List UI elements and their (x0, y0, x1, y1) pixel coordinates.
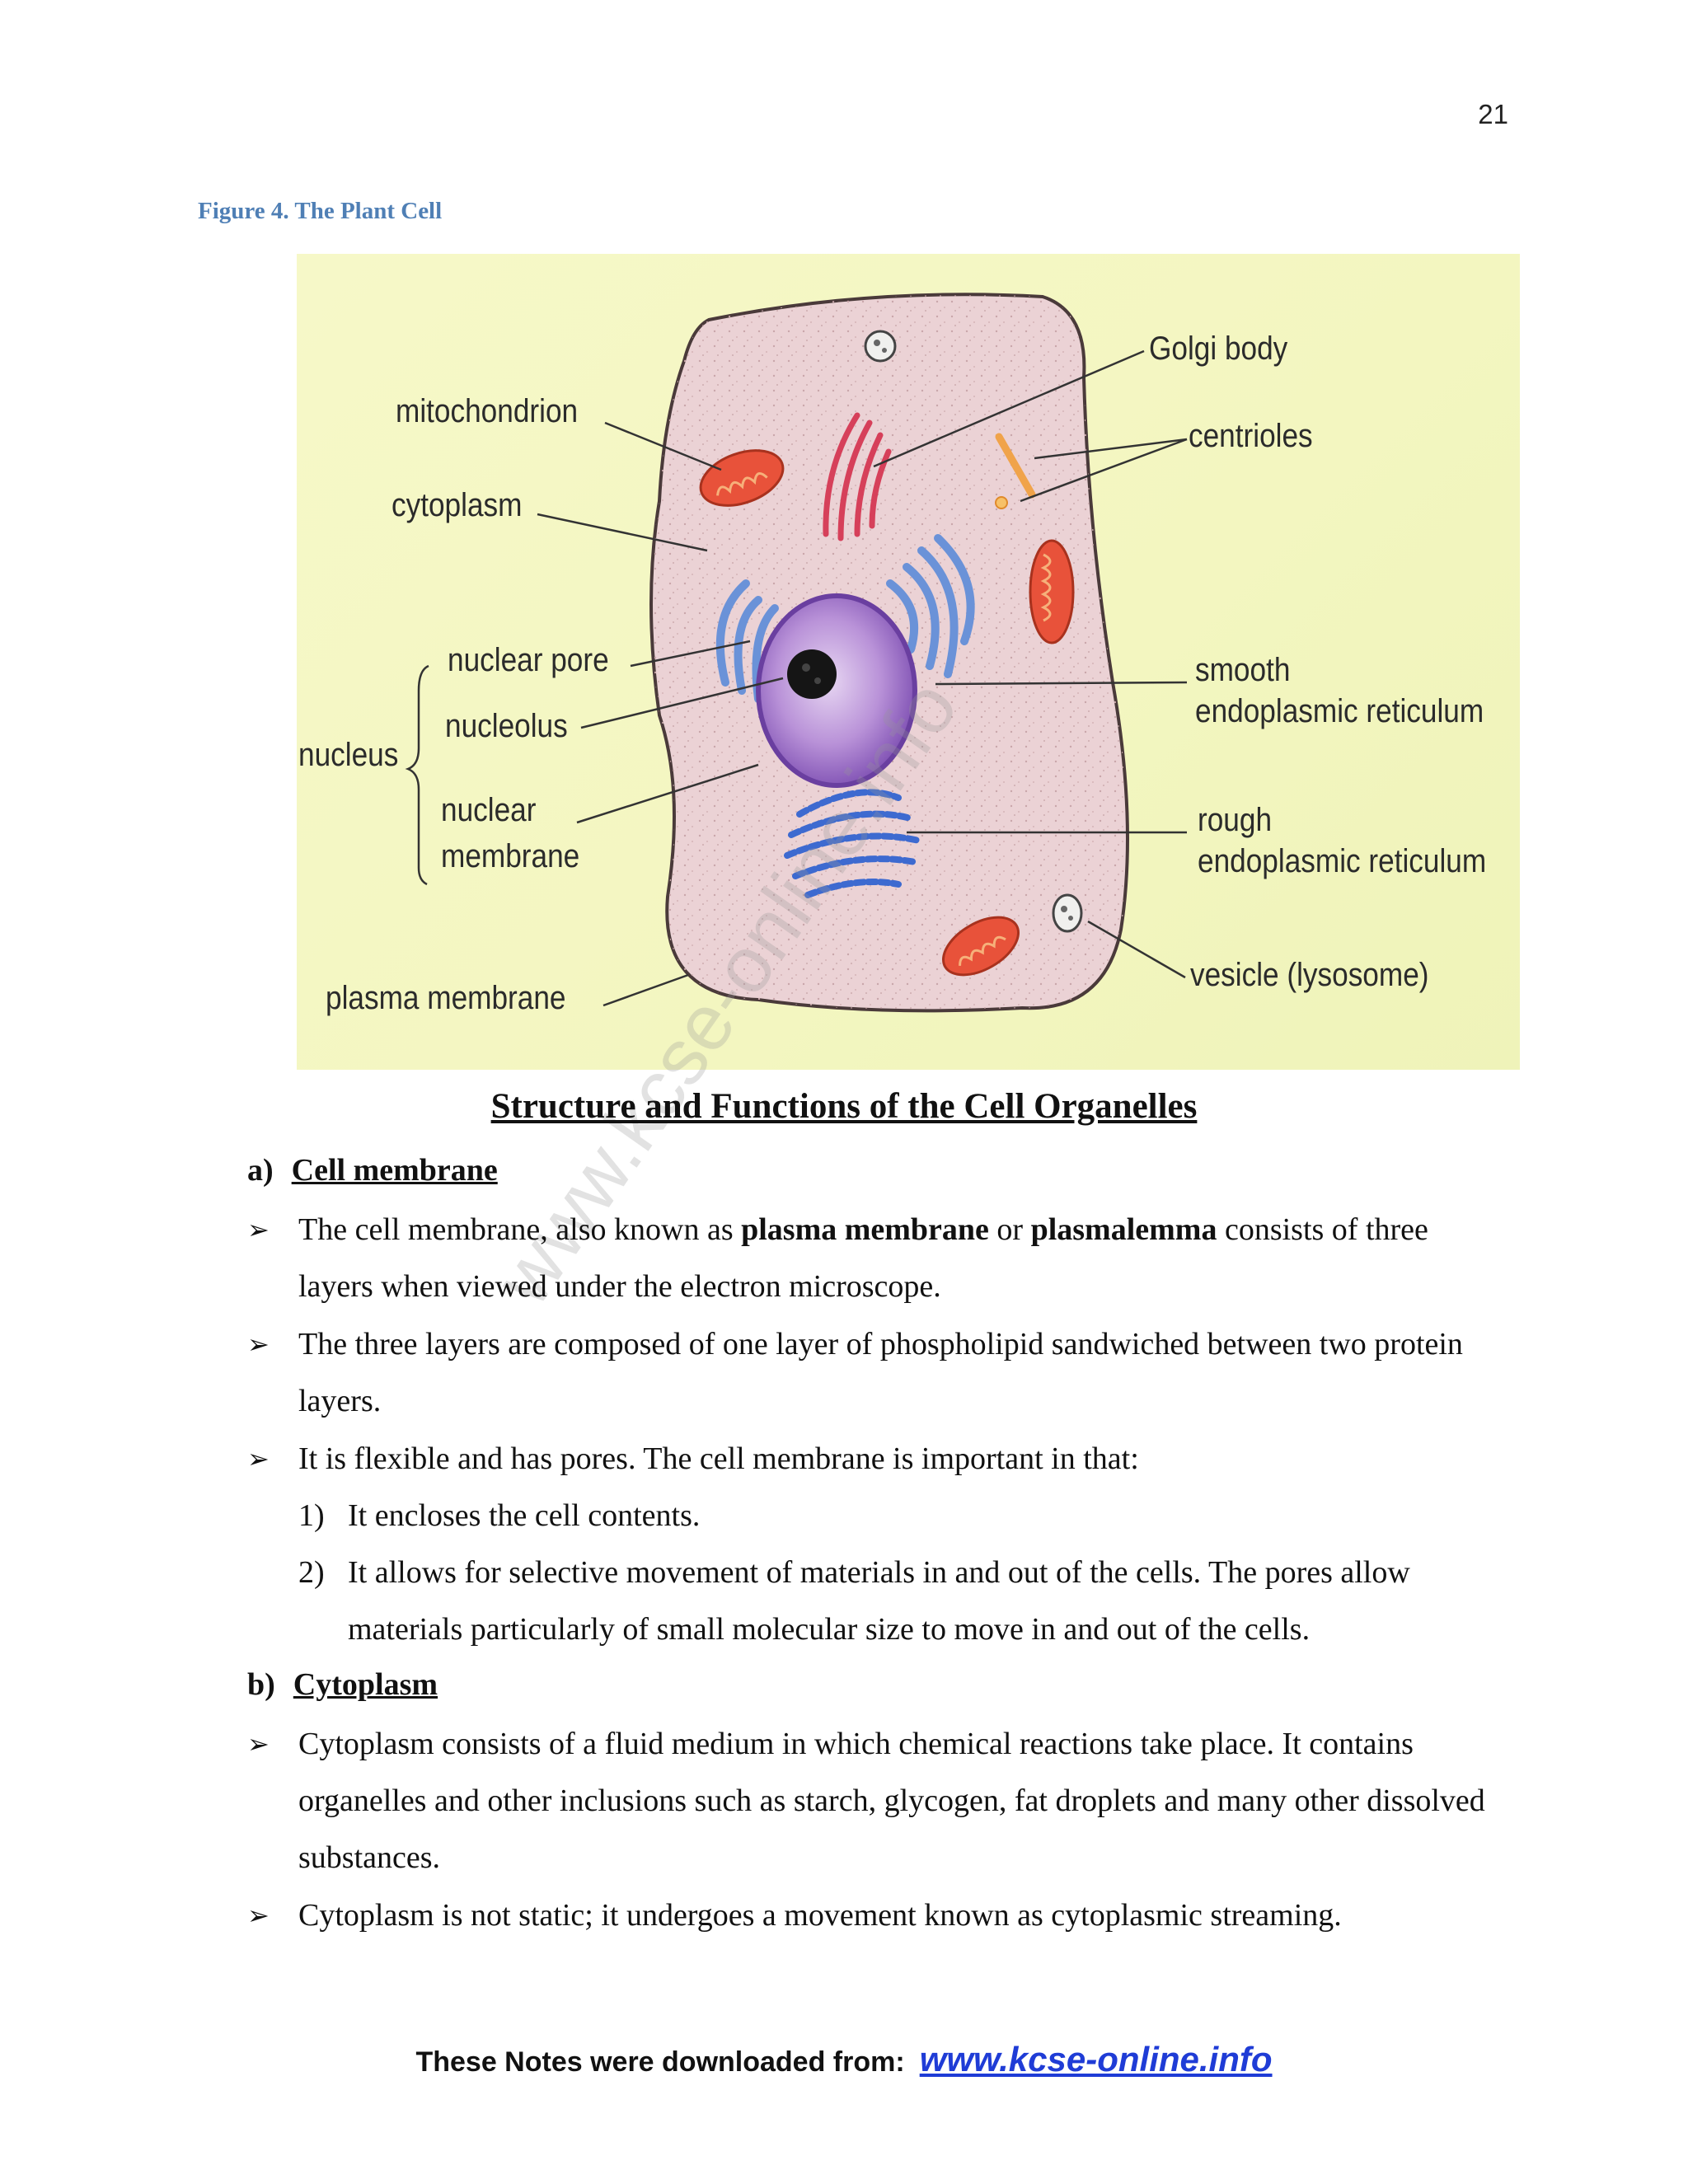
golgi-body (823, 412, 892, 541)
bullet-text: Cytoplasm consists of a fluid medium in … (298, 1727, 1485, 1875)
arrow-bullet-icon: ➢ (247, 1443, 270, 1474)
bullet-text: Cytoplasm is not static; it undergoes a … (298, 1898, 1342, 1933)
arrow-bullet-icon: ➢ (247, 1728, 270, 1760)
label-rough-er-line2: endoplasmic reticulum (1198, 843, 1487, 879)
bullet-text: The three layers are composed of one lay… (298, 1327, 1463, 1418)
label-cytoplasm: cytoplasm (392, 487, 523, 523)
arrow-bullet-icon: ➢ (247, 1329, 270, 1360)
centrioles (995, 433, 1036, 509)
rough-er (784, 789, 922, 898)
numbered-text: It allows for selective movement of mate… (348, 1555, 1410, 1647)
label-plasma-membrane: plasma membrane (326, 980, 566, 1016)
mitochondrion-2 (1029, 539, 1075, 644)
bullet-text-part: The cell membrane, also known as (298, 1212, 742, 1247)
label-nuclear-membrane-line2: membrane (441, 838, 580, 874)
numbered-item: 1) It encloses the cell contents. (298, 1488, 1502, 1544)
section-b-letter: b) (247, 1667, 275, 1702)
item-number: 2) (298, 1555, 325, 1590)
mitochondrion-3 (941, 916, 1020, 977)
bullet-text: The cell membrane, also known as plasma … (298, 1202, 1500, 1315)
page-number: 21 (1478, 99, 1508, 129)
label-pointers (537, 349, 1188, 1007)
bullet-text: It is flexible and has pores. The cell m… (298, 1441, 1139, 1476)
label-vesicle-lysosome: vesicle (lysosome) (1190, 957, 1429, 993)
label-smooth-er-line1: smooth (1195, 652, 1291, 688)
plant-cell-diagram (405, 293, 1188, 1013)
plant-cell-figure: mitochondrion cytoplasm nucleus nuclear … (297, 254, 1520, 1070)
bold-term-plasma-membrane: plasma membrane (741, 1212, 989, 1247)
section-a-title: Cell membrane (291, 1153, 498, 1188)
arrow-bullet-icon: ➢ (247, 1900, 270, 1931)
label-nuclear-membrane-line1: nuclear (441, 792, 537, 828)
numbered-text: It encloses the cell contents. (348, 1498, 701, 1533)
footer-lead-text: These Notes were downloaded from: (415, 2046, 905, 2078)
figure-caption: Figure 4. The Plant Cell (198, 198, 443, 224)
nucleus (756, 593, 917, 788)
label-smooth-er-line2: endoplasmic reticulum (1195, 693, 1484, 729)
label-rough-er-line1: rough (1198, 802, 1273, 838)
list-item: ➢ Cytoplasm is not static; it undergoes … (247, 1887, 1500, 1944)
nucleus-bracket (405, 664, 429, 886)
vesicle-top (864, 330, 897, 363)
section-a-heading: a) Cell membrane (247, 1152, 498, 1188)
list-item: ➢ It is flexible and has pores. The cell… (247, 1431, 1500, 1488)
section-b-title: Cytoplasm (293, 1667, 438, 1702)
label-nucleolus: nucleolus (445, 708, 568, 744)
list-item: ➢ The cell membrane, also known as plasm… (247, 1202, 1500, 1315)
bullet-text-part: or (988, 1212, 1031, 1247)
section-a-letter: a) (247, 1153, 274, 1188)
numbered-item: 2) It allows for selective movement of m… (298, 1544, 1502, 1658)
smooth-er-right (886, 534, 975, 678)
list-item: ➢ The three layers are composed of one l… (247, 1316, 1500, 1430)
footer: These Notes were downloaded from: www.kcs… (0, 2040, 1688, 2079)
label-golgi-body: Golgi body (1149, 330, 1288, 367)
item-number: 1) (298, 1498, 325, 1533)
bullet-text-part: consists of three layers when viewed und… (298, 1212, 1428, 1304)
vesicle-lysosome (1052, 893, 1083, 933)
mitochondrion-1 (699, 449, 785, 507)
section-b-heading: b) Cytoplasm (247, 1666, 438, 1703)
label-mitochondrion: mitochondrion (396, 393, 579, 429)
list-item: ➢ Cytoplasm consists of a fluid medium i… (247, 1716, 1500, 1886)
label-nucleus: nucleus (298, 737, 399, 773)
section-heading: Structure and Functions of the Cell Orga… (490, 1087, 1198, 1126)
footer-link[interactable]: www.kcse-online.info (919, 2040, 1273, 2079)
bold-term-plasmalemma: plasmalemma (1030, 1212, 1217, 1247)
arrow-bullet-icon: ➢ (247, 1214, 270, 1245)
label-nuclear-pore: nuclear pore (448, 642, 609, 678)
label-centrioles: centrioles (1189, 418, 1313, 454)
